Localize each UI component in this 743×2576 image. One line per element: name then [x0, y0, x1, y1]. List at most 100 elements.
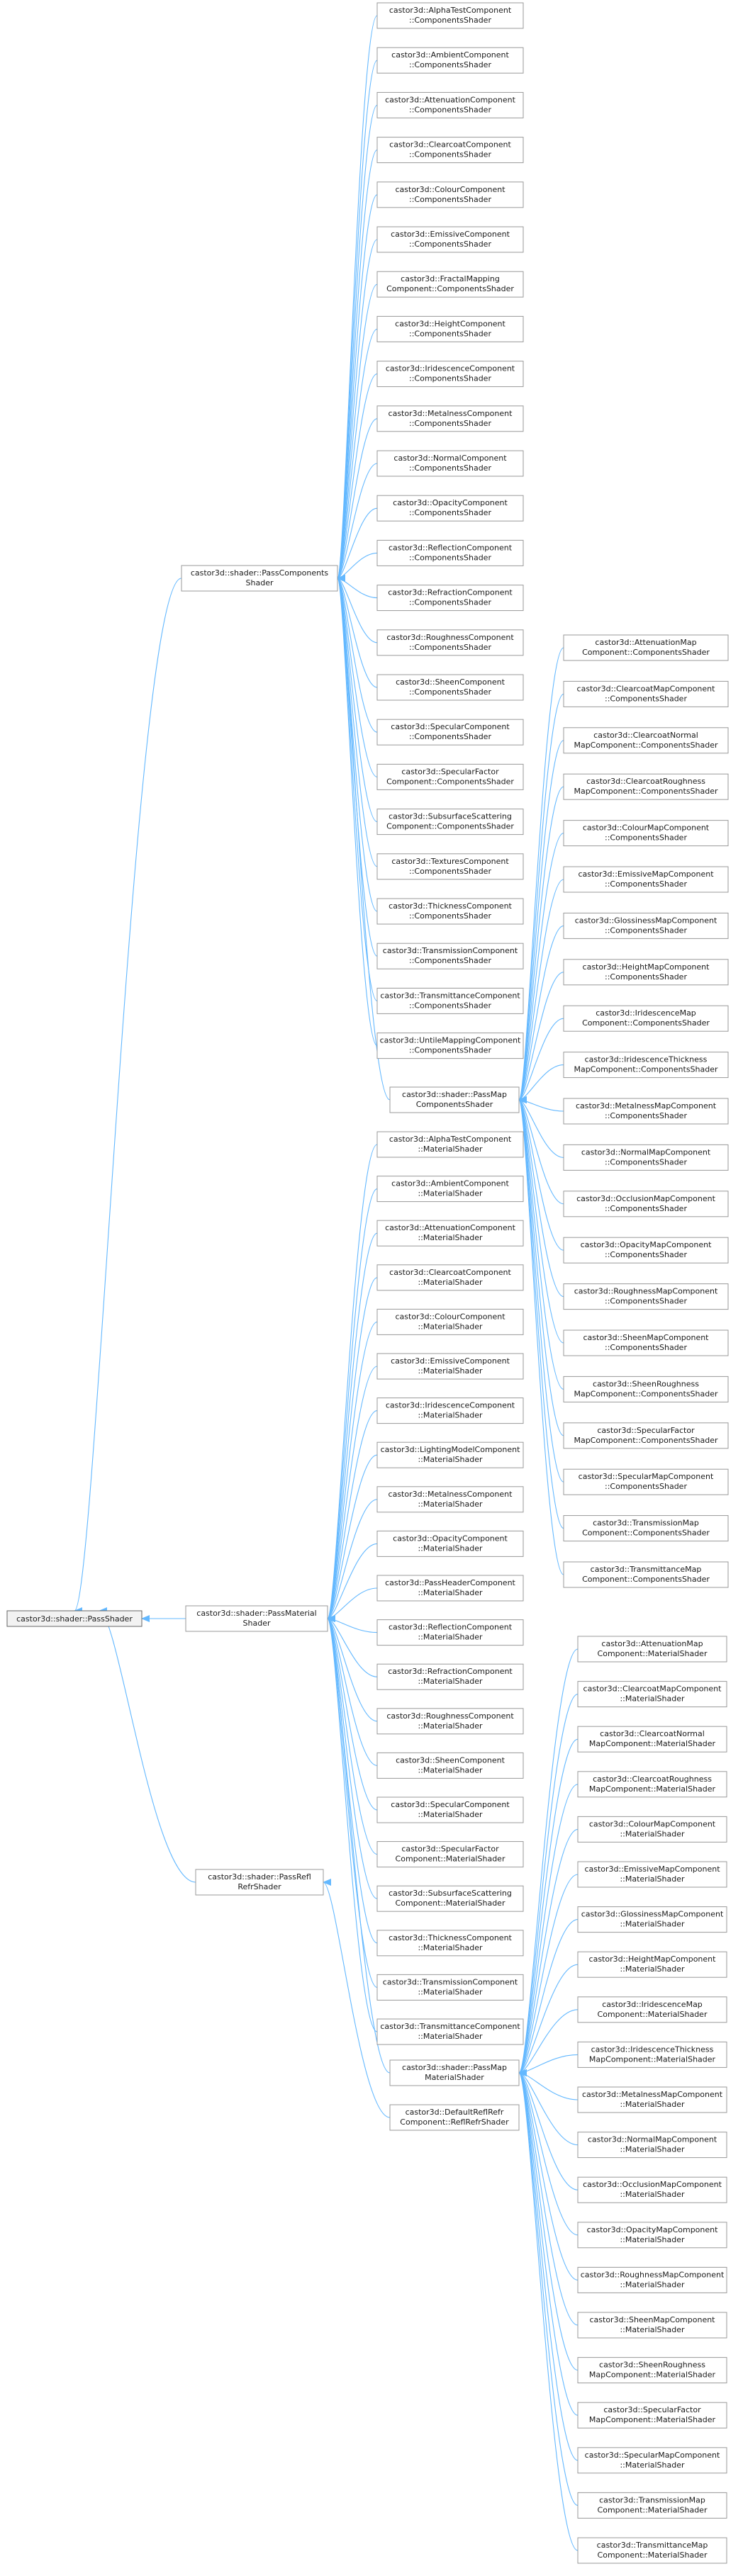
class-node-glossinessmapcomponent-componentsshader[interactable]: castor3d::GlossinessMapComponent::Compon… — [563, 912, 729, 939]
class-node-opacitycomponent-materialshader[interactable]: castor3d::OpacityComponent::MaterialShad… — [376, 1530, 524, 1557]
class-node-normalcomponent-componentsshader[interactable]: castor3d::NormalComponent::ComponentsSha… — [376, 450, 524, 477]
class-node-colourcomponent-materialshader[interactable]: castor3d::ColourComponent::MaterialShade… — [376, 1308, 524, 1335]
class-node-sheenmapcomponent-componentsshader[interactable]: castor3d::SheenMapComponent::ComponentsS… — [563, 1329, 729, 1356]
class-node-alphatestcomponent-materialshader[interactable]: castor3d::AlphaTestComponent::MaterialSh… — [376, 1131, 524, 1158]
class-node-emissivecomponent-componentsshader[interactable]: castor3d::EmissiveComponent::ComponentsS… — [376, 226, 524, 253]
class-node-clearcoatroughnessmapcomponent-componentsshader[interactable]: castor3d::ClearcoatRoughnessMapComponent… — [563, 773, 729, 800]
class-node-transmittancecomponent-componentsshader[interactable]: castor3d::TransmittanceComponent::Compon… — [376, 987, 524, 1014]
class-node-transmissionmapcomponent-materialshader[interactable]: castor3d::TransmissionMapComponent::Mate… — [577, 2492, 727, 2519]
class-node-clearcoatcomponent-componentsshader[interactable]: castor3d::ClearcoatComponent::Components… — [376, 137, 524, 164]
class-node-clearcoatmapcomponent-componentsshader[interactable]: castor3d::ClearcoatMapComponent::Compone… — [563, 680, 729, 707]
class-node-refractioncomponent-componentsshader[interactable]: castor3d::RefractionComponent::Component… — [376, 585, 524, 612]
class-node-roughnesscomponent-componentsshader[interactable]: castor3d::RoughnessComponent::Components… — [376, 629, 524, 656]
class-node-transmissioncomponent-materialshader[interactable]: castor3d::TransmissionComponent::Materia… — [376, 1974, 524, 2001]
class-node-opacitycomponent-componentsshader[interactable]: castor3d::OpacityComponent::ComponentsSh… — [376, 495, 524, 522]
class-node-passheadercomponent-materialshader[interactable]: castor3d::PassHeaderComponent::MaterialS… — [376, 1575, 524, 1602]
class-node-attenuationcomponent-componentsshader[interactable]: castor3d::AttenuationComponent::Componen… — [376, 91, 524, 118]
class-node-clearcoatcomponent-materialshader[interactable]: castor3d::ClearcoatComponent::MaterialSh… — [376, 1264, 524, 1291]
class-node-reflectioncomponent-materialshader[interactable]: castor3d::ReflectionComponent::MaterialS… — [376, 1619, 524, 1646]
class-node-sheenmapcomponent-materialshader[interactable]: castor3d::SheenMapComponent::MaterialSha… — [577, 2312, 727, 2339]
class-node-ambientcomponent-materialshader[interactable]: castor3d::AmbientComponent::MaterialShad… — [376, 1176, 524, 1203]
class-node-lightingmodelcomponent-materialshader[interactable]: castor3d::LightingModelComponent::Materi… — [376, 1441, 524, 1468]
class-node-clearcoatnormalmapcomponent-componentsshader[interactable]: castor3d::ClearcoatNormalMapComponent::C… — [563, 727, 729, 754]
class-node-normalmapcomponent-componentsshader[interactable]: castor3d::NormalMapComponent::Components… — [563, 1144, 729, 1171]
class-node-heightcomponent-componentsshader[interactable]: castor3d::HeightComponent::ComponentsSha… — [376, 315, 524, 342]
class-node-attenuationmapcomponent-materialshader[interactable]: castor3d::AttenuationMapComponent::Mater… — [577, 1636, 727, 1663]
class-node-occlusionmapcomponent-materialshader[interactable]: castor3d::OcclusionMapComponent::Materia… — [577, 2176, 727, 2203]
class-node-reflectioncomponent-componentsshader[interactable]: castor3d::ReflectionComponent::Component… — [376, 539, 524, 566]
class-node-colourmapcomponent-componentsshader[interactable]: castor3d::ColourMapComponent::Components… — [563, 820, 729, 847]
class-node-iridescencethicknessmapcomponent-materialshader[interactable]: castor3d::IridescenceThicknessMapCompone… — [577, 2041, 727, 2068]
class-box — [577, 1816, 727, 1843]
class-node-thicknesscomponent-materialshader[interactable]: castor3d::ThicknessComponent::MaterialSh… — [376, 1930, 524, 1957]
class-node-roughnessmapcomponent-materialshader[interactable]: castor3d::RoughnessMapComponent::Materia… — [577, 2266, 727, 2293]
class-node-occlusionmapcomponent-componentsshader[interactable]: castor3d::OcclusionMapComponent::Compone… — [563, 1191, 729, 1217]
class-node-iridescencemapcomponent-materialshader[interactable]: castor3d::IridescenceMapComponent::Mater… — [577, 1996, 727, 2023]
class-node-colourcomponent-componentsshader[interactable]: castor3d::ColourComponent::ComponentsSha… — [376, 181, 524, 208]
class-node-texturescomponent-componentsshader[interactable]: castor3d::TexturesComponent::ComponentsS… — [376, 853, 524, 880]
class-node-metalnesscomponent-componentsshader[interactable]: castor3d::MetalnessComponent::Components… — [376, 405, 524, 432]
class-node-passshader[interactable]: castor3d::shader::PassShader — [6, 1610, 143, 1627]
class-node-emissivecomponent-materialshader[interactable]: castor3d::EmissiveComponent::MaterialSha… — [376, 1353, 524, 1380]
class-name-line: castor3d::ReflectionComponent — [389, 1623, 513, 1632]
class-node-colourmapcomponent-materialshader[interactable]: castor3d::ColourMapComponent::MaterialSh… — [577, 1816, 727, 1843]
class-node-subsurfacescatteringcomponent-materialshader[interactable]: castor3d::SubsurfaceScatteringComponent:… — [376, 1885, 524, 1912]
class-node-clearcoatroughnessmapcomponent-materialshader[interactable]: castor3d::ClearcoatRoughnessMapComponent… — [577, 1771, 727, 1798]
class-node-transmittancemapcomponent-materialshader[interactable]: castor3d::TransmittanceMapComponent::Mat… — [577, 2537, 727, 2564]
class-node-transmissioncomponent-componentsshader[interactable]: castor3d::TransmissionComponent::Compone… — [376, 943, 524, 969]
class-node-clearcoatnormalmapcomponent-materialshader[interactable]: castor3d::ClearcoatNormalMapComponent::M… — [577, 1726, 727, 1753]
class-node-specularcomponent-componentsshader[interactable]: castor3d::SpecularComponent::ComponentsS… — [376, 719, 524, 746]
class-node-iridescencemapcomponent-componentsshader[interactable]: castor3d::IridescenceMapComponent::Compo… — [563, 1005, 729, 1032]
class-node-opacitymapcomponent-componentsshader[interactable]: castor3d::OpacityMapComponent::Component… — [563, 1237, 729, 1264]
inheritance-arrow — [518, 1096, 564, 1112]
class-node-transmissionmapcomponent-componentsshader[interactable]: castor3d::TransmissionMapComponent::Comp… — [563, 1515, 729, 1542]
class-node-roughnessmapcomponent-componentsshader[interactable]: castor3d::RoughnessMapComponent::Compone… — [563, 1283, 729, 1310]
class-node-iridescencethicknessmapcomponent-componentsshader[interactable]: castor3d::IridescenceThicknessMapCompone… — [563, 1052, 729, 1079]
class-node-sheenroughnessmapcomponent-materialshader[interactable]: castor3d::SheenRoughnessMapComponent::Ma… — [577, 2357, 727, 2384]
class-node-normalmapcomponent-materialshader[interactable]: castor3d::NormalMapComponent::MaterialSh… — [577, 2132, 727, 2159]
class-node-specularmapcomponent-componentsshader[interactable]: castor3d::SpecularMapComponent::Componen… — [563, 1468, 729, 1495]
class-node-emissivemapcomponent-materialshader[interactable]: castor3d::EmissiveMapComponent::Material… — [577, 1861, 727, 1888]
class-node-transmittancemapcomponent-componentsshader[interactable]: castor3d::TransmittanceMapComponent::Com… — [563, 1561, 729, 1588]
class-node-heightmapcomponent-componentsshader[interactable]: castor3d::HeightMapComponent::Components… — [563, 959, 729, 986]
class-node-specularfactorcomponent-materialshader[interactable]: castor3d::SpecularFactorComponent::Mater… — [376, 1841, 524, 1868]
inheritance-arrow — [327, 1615, 391, 2074]
class-node-sheencomponent-materialshader[interactable]: castor3d::SheenComponent::MaterialShader — [376, 1752, 524, 1779]
class-node-emissivemapcomponent-componentsshader[interactable]: castor3d::EmissiveMapComponent::Componen… — [563, 866, 729, 893]
class-node-refractioncomponent-materialshader[interactable]: castor3d::RefractionComponent::MaterialS… — [376, 1663, 524, 1690]
class-node-transmittancecomponent-materialshader[interactable]: castor3d::TransmittanceComponent::Materi… — [376, 2018, 524, 2045]
class-node-defaultreflrefrcomponent-reflrefrshader[interactable]: castor3d::DefaultReflRefrComponent::Refl… — [389, 2104, 520, 2131]
class-box — [563, 1052, 729, 1079]
class-node-metalnessmapcomponent-componentsshader[interactable]: castor3d::MetalnessMapComponent::Compone… — [563, 1098, 729, 1125]
class-node-specularfactormapcomponent-componentsshader[interactable]: castor3d::SpecularFactorMapComponent::Co… — [563, 1422, 729, 1449]
class-node-specularfactormapcomponent-materialshader[interactable]: castor3d::SpecularFactorMapComponent::Ma… — [577, 2402, 727, 2429]
class-node-thicknesscomponent-componentsshader[interactable]: castor3d::ThicknessComponent::Components… — [376, 898, 524, 925]
class-node-sheencomponent-componentsshader[interactable]: castor3d::SheenComponent::ComponentsShad… — [376, 674, 524, 701]
class-node-iridescencecomponent-componentsshader[interactable]: castor3d::IridescenceComponent::Componen… — [376, 361, 524, 388]
class-node-specularcomponent-materialshader[interactable]: castor3d::SpecularComponent::MaterialSha… — [376, 1796, 524, 1823]
class-node-alphatestcomponent-componentsshader[interactable]: castor3d::AlphaTestComponent::Components… — [376, 2, 524, 29]
inheritance-arrow — [518, 925, 564, 1103]
class-node-specularmapcomponent-materialshader[interactable]: castor3d::SpecularMapComponent::Material… — [577, 2447, 727, 2474]
class-node-subsurfacescatteringcomponent-componentsshader[interactable]: castor3d::SubsurfaceScatteringComponent:… — [376, 809, 524, 836]
class-node-untilemappingcomponent-componentsshader[interactable]: castor3d::UntileMappingComponent::Compon… — [376, 1033, 524, 1059]
class-node-passmapcomponentsshader[interactable]: castor3d::shader::PassMapComponentsShade… — [389, 1086, 520, 1113]
class-node-opacitymapcomponent-materialshader[interactable]: castor3d::OpacityMapComponent::MaterialS… — [577, 2222, 727, 2249]
class-node-metalnesscomponent-materialshader[interactable]: castor3d::MetalnessComponent::MaterialSh… — [376, 1486, 524, 1513]
class-node-sheenroughnessmapcomponent-componentsshader[interactable]: castor3d::SheenRoughnessMapComponent::Co… — [563, 1376, 729, 1402]
class-node-specularfactorcomponent-componentsshader[interactable]: castor3d::SpecularFactorComponent::Compo… — [376, 763, 524, 790]
class-node-fractalmappingcomponent-componentsshader[interactable]: castor3d::FractalMappingComponent::Compo… — [376, 271, 524, 298]
class-node-attenuationcomponent-materialshader[interactable]: castor3d::AttenuationComponent::Material… — [376, 1220, 524, 1247]
class-node-metalnessmapcomponent-materialshader[interactable]: castor3d::MetalnessMapComponent::Materia… — [577, 2086, 727, 2113]
class-node-roughnesscomponent-materialshader[interactable]: castor3d::RoughnessComponent::MaterialSh… — [376, 1708, 524, 1735]
class-node-ambientcomponent-componentsshader[interactable]: castor3d::AmbientComponent::ComponentsSh… — [376, 47, 524, 74]
class-node-iridescencecomponent-materialshader[interactable]: castor3d::IridescenceComponent::Material… — [376, 1397, 524, 1424]
class-node-attenuationmapcomponent-componentsshader[interactable]: castor3d::AttenuationMapComponent::Compo… — [563, 634, 729, 661]
class-node-clearcoatmapcomponent-materialshader[interactable]: castor3d::ClearcoatMapComponent::Materia… — [577, 1681, 727, 1708]
class-node-heightmapcomponent-materialshader[interactable]: castor3d::HeightMapComponent::MaterialSh… — [577, 1951, 727, 1978]
class-node-glossinessmapcomponent-materialshader[interactable]: castor3d::GlossinessMapComponent::Materi… — [577, 1906, 727, 1933]
